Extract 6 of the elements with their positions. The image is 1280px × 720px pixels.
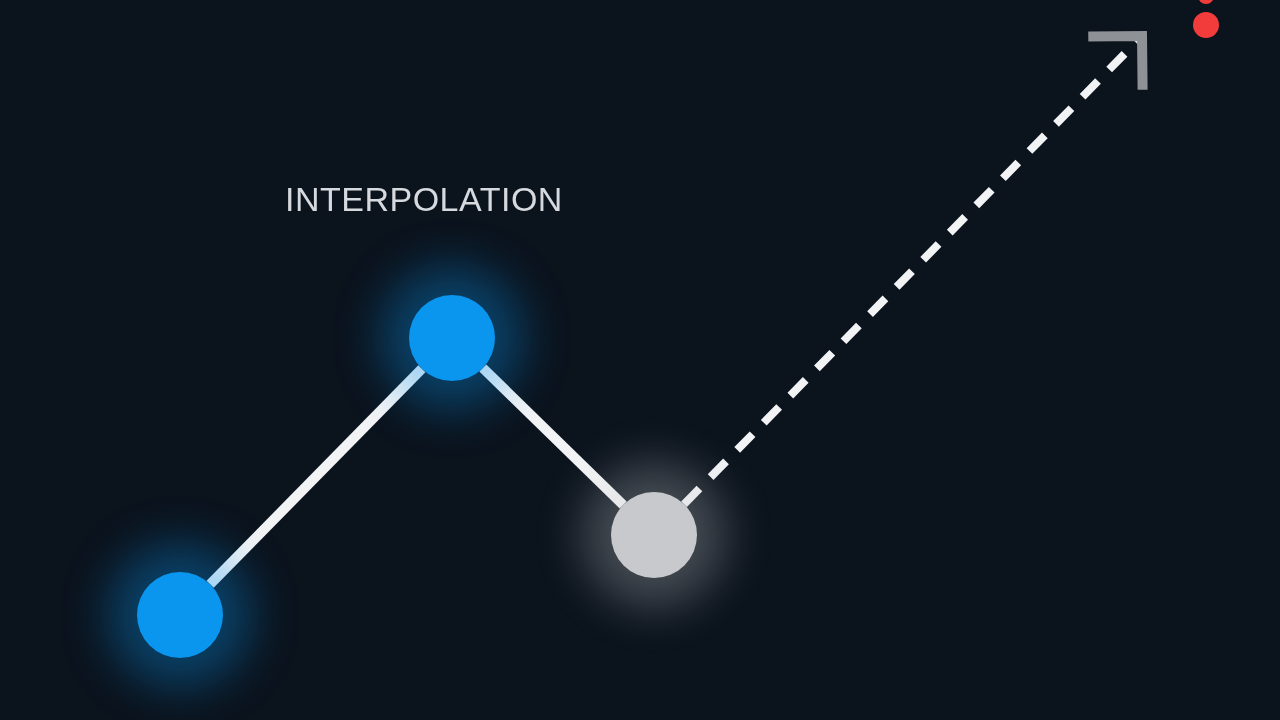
dashed-arrow xyxy=(681,31,1148,508)
title-label: INTERPOLATION xyxy=(285,180,563,219)
connector-line xyxy=(206,365,426,588)
connector-line xyxy=(479,364,627,509)
keyframe-dot xyxy=(409,295,495,381)
keyframe-dot xyxy=(611,492,697,578)
